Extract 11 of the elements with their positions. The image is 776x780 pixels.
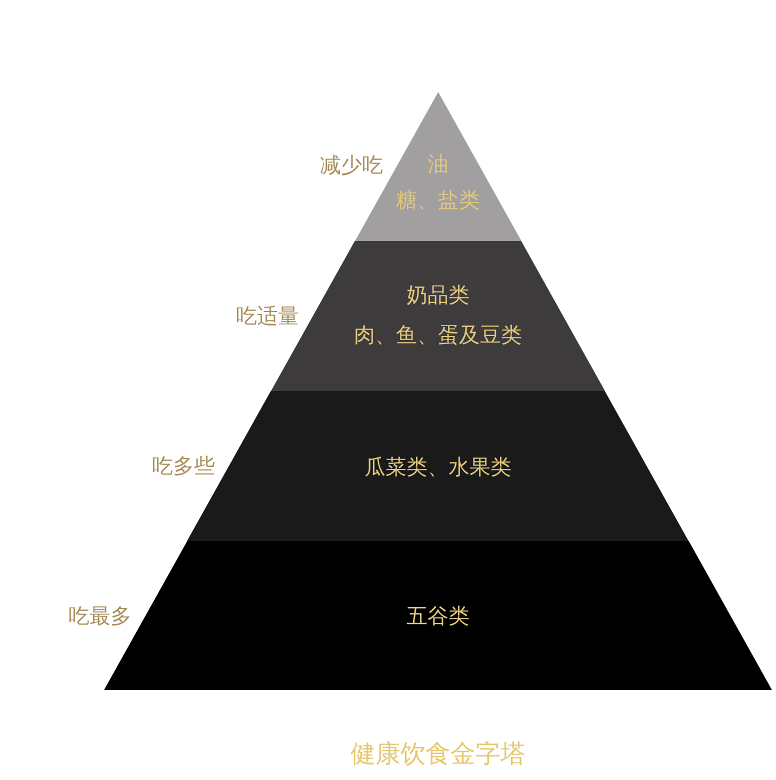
serving-advice-label: 吃最多 — [68, 604, 132, 628]
food-group-text: 奶品类 — [406, 283, 470, 307]
food-group-text: 糖、盐类 — [396, 188, 480, 212]
food-group-text: 肉、鱼、蛋及豆类 — [354, 323, 522, 347]
food-group-text: 五谷类 — [406, 604, 470, 628]
food-group-text: 油 — [427, 152, 448, 176]
serving-advice-label: 减少吃 — [320, 153, 384, 177]
serving-advice-label: 吃多些 — [152, 454, 216, 478]
food-group-text: 瓜菜类、水果类 — [364, 455, 512, 479]
serving-advice-label: 吃适量 — [236, 304, 299, 328]
pyramid-caption: 健康饮食金字塔 — [350, 738, 526, 770]
